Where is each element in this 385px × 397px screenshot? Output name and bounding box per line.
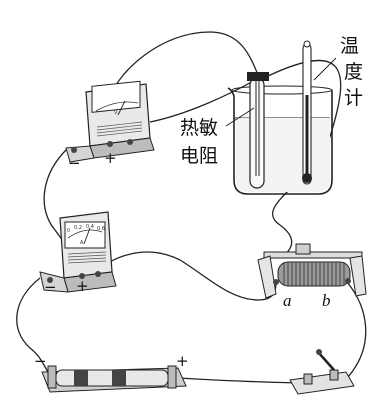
battery: − + xyxy=(34,352,189,393)
thermometer xyxy=(302,40,312,185)
thermometer-label-3: 计 xyxy=(344,87,363,109)
thermometer-leader xyxy=(313,57,337,81)
switch-lever xyxy=(317,351,335,371)
rheostat-slider xyxy=(295,243,311,255)
thermistor-label-1: 热敏 xyxy=(180,117,218,139)
ammeter: 0 0.2 0.4 0.6 A − + xyxy=(39,211,117,296)
ammeter-scale-1: 0.2 xyxy=(74,225,82,231)
cork-stopper xyxy=(247,72,269,81)
voltmeter-plus-label: + xyxy=(104,149,117,167)
rheostat-terminal-a xyxy=(273,279,279,285)
thermistor-label-2: 电阻 xyxy=(180,145,218,167)
ammeter-unit: A xyxy=(80,240,84,246)
voltmeter: V − + xyxy=(65,80,155,172)
voltmeter-minus-terminal xyxy=(71,147,77,153)
rheostat-terminal-b xyxy=(345,278,351,284)
voltmeter-unit: V xyxy=(114,110,118,116)
rheostat: a b xyxy=(257,243,367,310)
thermometer-label-2: 度 xyxy=(344,61,363,83)
ammeter-scale-2: 0.4 xyxy=(86,224,94,230)
rheostat-label-a: a xyxy=(283,291,292,310)
battery-minus-label: − xyxy=(34,352,47,370)
voltmeter-minus-label: − xyxy=(68,154,81,172)
switch xyxy=(289,349,355,395)
ammeter-plus-label: + xyxy=(76,277,89,295)
rheostat-label-b: b xyxy=(322,291,331,310)
thermometer-label-1: 温 xyxy=(340,35,359,57)
thermistor-tube xyxy=(247,72,269,189)
ammeter-minus-label: − xyxy=(44,278,57,296)
connecting-wires xyxy=(16,31,367,384)
beaker xyxy=(227,85,333,195)
ammeter-scale-0: 0 xyxy=(67,228,70,234)
ammeter-scale-3: 0.6 xyxy=(97,226,105,232)
battery-plus-label: + xyxy=(176,352,189,370)
thermistor-leader xyxy=(225,107,255,127)
